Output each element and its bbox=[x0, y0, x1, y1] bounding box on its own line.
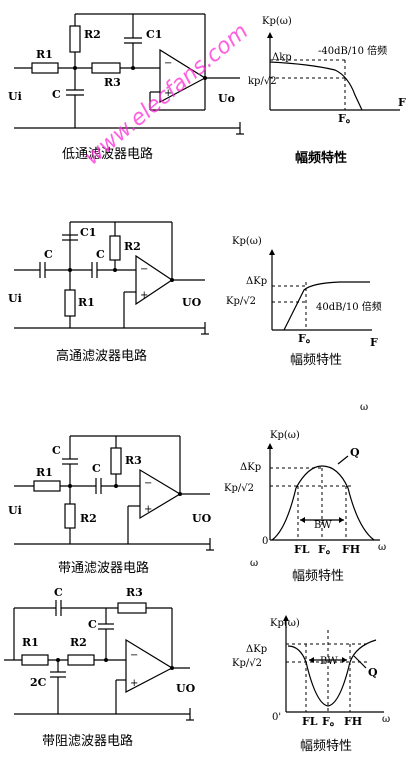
lp-f-axis: F bbox=[398, 96, 406, 109]
svg-text:+: + bbox=[140, 290, 148, 301]
bp-r1-label: R1 bbox=[36, 466, 53, 479]
bs-bw-label: BW bbox=[320, 656, 338, 667]
bandstop-circuit: − + C C 2C R1 R2 R3 UO 带阻滤波器电路 bbox=[4, 586, 196, 749]
hp-f-axis: F bbox=[370, 336, 378, 349]
lp-caption: 低通滤波器电路 bbox=[62, 146, 153, 162]
bs-r2-label: R2 bbox=[70, 636, 87, 649]
hp-c1-label: C1 bbox=[80, 226, 96, 239]
bp-ui-label: Ui bbox=[8, 504, 22, 517]
bandstop-response: Kp(ω) ΔKp Kp/√2 Q BW FL F。 FH 0' ω 幅频特性 bbox=[232, 615, 390, 754]
bs-fl: FL bbox=[302, 715, 318, 728]
bs-kp-sqrt2: Kp/√2 bbox=[232, 658, 262, 669]
hp-ui-label: Ui bbox=[8, 292, 22, 305]
bandpass-circuit: − + C C R1 R2 R3 Ui UO 带通滤波器电路 bbox=[8, 435, 214, 576]
svg-text:−: − bbox=[144, 478, 152, 489]
bp-uo-label: UO bbox=[192, 512, 212, 525]
bp-omega-axis: ω bbox=[378, 542, 386, 553]
lp-kp-omega: Kp(ω) bbox=[262, 16, 292, 27]
svg-text:+: + bbox=[144, 504, 152, 515]
svg-text:−: − bbox=[140, 264, 148, 275]
highpass-circuit: − + C C C1 R1 R2 Ui UO 高通滤波器电路 bbox=[8, 221, 209, 364]
bp-q-label: Q bbox=[350, 446, 360, 459]
lowpass-response: Kp(ω) Δkp kp/√2 -40dB/10 倍频 F。 F 幅频特性 bbox=[248, 16, 406, 166]
hp-response-caption: 幅频特性 bbox=[290, 353, 342, 368]
bp-kp-omega: Kp(ω) bbox=[270, 430, 300, 441]
highpass-response: Kp(ω) ΔKp Kp/√2 40dB/10 倍频 F。 F 幅频特性 bbox=[226, 236, 382, 368]
lp-slope: -40dB/10 倍频 bbox=[318, 44, 387, 57]
hp-f0: F。 bbox=[298, 332, 317, 345]
lp-r2-label: R2 bbox=[84, 28, 101, 41]
svg-text:−: − bbox=[164, 58, 172, 69]
hp-caption: 高通滤波器电路 bbox=[56, 348, 147, 364]
lp-r1-label: R1 bbox=[36, 48, 53, 61]
bp-c-label: C bbox=[52, 444, 61, 457]
stray-omega-2: ω bbox=[250, 558, 258, 569]
bs-r1-label: R1 bbox=[22, 636, 39, 649]
lp-f0: F。 bbox=[338, 112, 357, 125]
bs-c-label-2: C bbox=[88, 618, 97, 631]
hp-kp-omega: Kp(ω) bbox=[232, 236, 262, 247]
hp-r2-label: R2 bbox=[124, 240, 141, 253]
bs-2c-label: 2C bbox=[30, 676, 47, 689]
bs-omega-axis: ω bbox=[382, 714, 390, 725]
lp-ui-label: Ui bbox=[8, 90, 22, 103]
hp-kp-sqrt2: Kp/√2 bbox=[226, 296, 256, 307]
bs-kp-omega: Kp(ω) bbox=[270, 618, 300, 629]
bp-fh: FH bbox=[342, 543, 360, 556]
svg-text:−: − bbox=[130, 650, 138, 661]
hp-r1-label: R1 bbox=[78, 296, 95, 309]
bs-f0: F。 bbox=[322, 715, 341, 728]
bs-uo-label: UO bbox=[176, 682, 196, 695]
bp-caption: 带通滤波器电路 bbox=[58, 560, 149, 576]
lp-r3-label: R3 bbox=[104, 76, 121, 89]
bp-f0: F。 bbox=[318, 543, 337, 556]
hp-uo-label: UO bbox=[182, 296, 202, 309]
bs-c-label: C bbox=[54, 586, 63, 599]
lp-delta-kp: Δkp bbox=[272, 52, 292, 63]
bs-caption: 带阻滤波器电路 bbox=[42, 733, 133, 749]
lp-c-label: C bbox=[52, 88, 61, 101]
lp-response-caption: 幅频特性 bbox=[295, 150, 347, 166]
bp-bw-label: BW bbox=[314, 520, 332, 531]
bp-r3-label: R3 bbox=[125, 454, 142, 467]
bp-zero: 0 bbox=[262, 536, 268, 547]
bp-response-caption: 幅频特性 bbox=[292, 569, 344, 584]
bs-delta-kp: ΔKp bbox=[246, 644, 267, 655]
bs-fh: FH bbox=[344, 715, 362, 728]
lp-c1-label: C1 bbox=[146, 28, 162, 41]
bp-c-label-2: C bbox=[92, 462, 101, 475]
svg-text:+: + bbox=[130, 678, 138, 689]
bs-zero: 0' bbox=[272, 712, 281, 723]
bandpass-response: Kp(ω) ΔKp Kp/√2 Q BW FL F。 FH 0 ω 幅频特性 bbox=[224, 430, 386, 584]
hp-slope: 40dB/10 倍频 bbox=[316, 300, 382, 313]
lp-uo-label: Uo bbox=[218, 92, 235, 105]
bs-r3-label: R3 bbox=[126, 586, 143, 599]
svg-text:+: + bbox=[164, 88, 172, 99]
bs-response-caption: 幅频特性 bbox=[300, 739, 352, 754]
bp-kp-sqrt2: Kp/√2 bbox=[224, 483, 254, 494]
stray-omega-1: ω bbox=[360, 402, 368, 413]
lowpass-circuit: − + R1 R2 R3 C C1 Ui Uo 低通滤波器电路 bbox=[8, 13, 244, 162]
bp-delta-kp: ΔKp bbox=[240, 462, 261, 473]
hp-c-label-2: C bbox=[96, 248, 105, 261]
bp-fl: FL bbox=[294, 543, 310, 556]
bp-r2-label: R2 bbox=[80, 512, 97, 525]
bs-q-label: Q bbox=[368, 666, 378, 679]
lp-kp-sqrt2: kp/√2 bbox=[248, 76, 277, 87]
hp-delta-kp: ΔKp bbox=[246, 276, 267, 287]
hp-c-label: C bbox=[44, 248, 53, 261]
